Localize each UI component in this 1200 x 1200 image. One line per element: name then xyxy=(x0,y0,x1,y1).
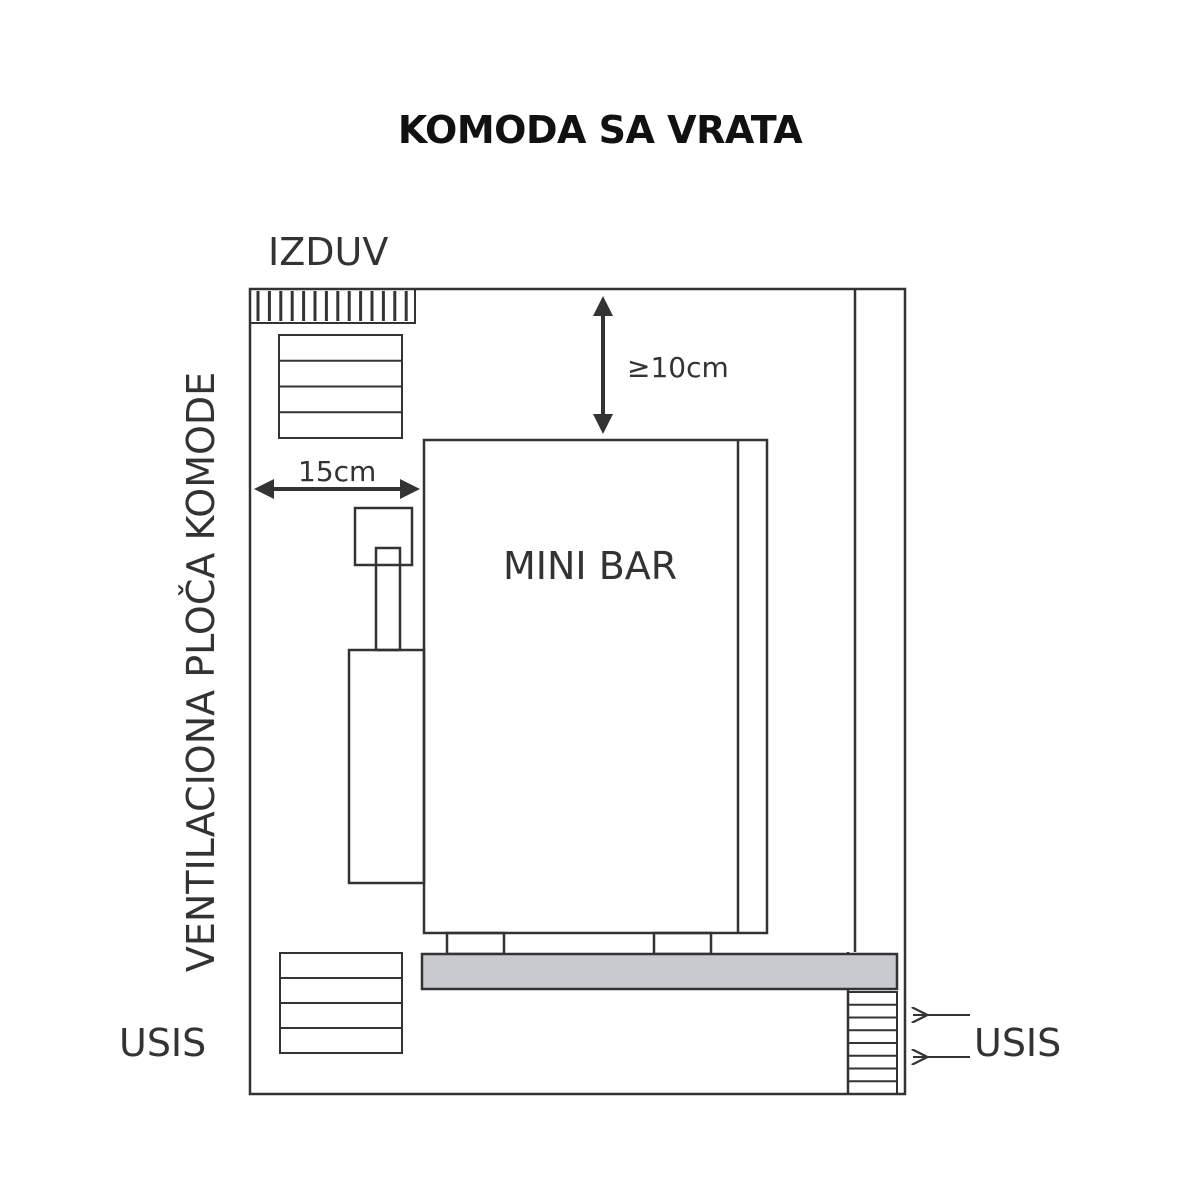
intake-left-label: USIS xyxy=(119,1021,206,1065)
exhaust-label: IZDUV xyxy=(268,230,388,274)
mini-bar-body xyxy=(422,438,769,935)
cabinet-shelf xyxy=(420,952,899,991)
cabinet-outline xyxy=(248,287,907,1096)
mini-bar-foot-right xyxy=(652,931,713,956)
page-title: KOMODA SA VRATA xyxy=(397,108,803,152)
side-panel-label: VENTILACIONA PLOČA KOMODE xyxy=(179,372,223,972)
lower-louvre-block xyxy=(279,952,403,1054)
mini-bar-label: MINI BAR xyxy=(503,544,677,588)
exhaust-vent xyxy=(249,288,416,324)
side-clearance-label: 15cm xyxy=(298,455,376,488)
mini-bar-foot-left xyxy=(445,931,506,956)
top-clearance-label: ≥10cm xyxy=(627,351,729,384)
condenser-cap xyxy=(353,506,414,567)
intake-right-label: USIS xyxy=(974,1021,1061,1065)
condenser-unit xyxy=(347,648,426,885)
intake-vent-right xyxy=(847,991,898,1095)
condenser-pipe xyxy=(374,546,402,652)
upper-louvre-block xyxy=(278,334,403,439)
